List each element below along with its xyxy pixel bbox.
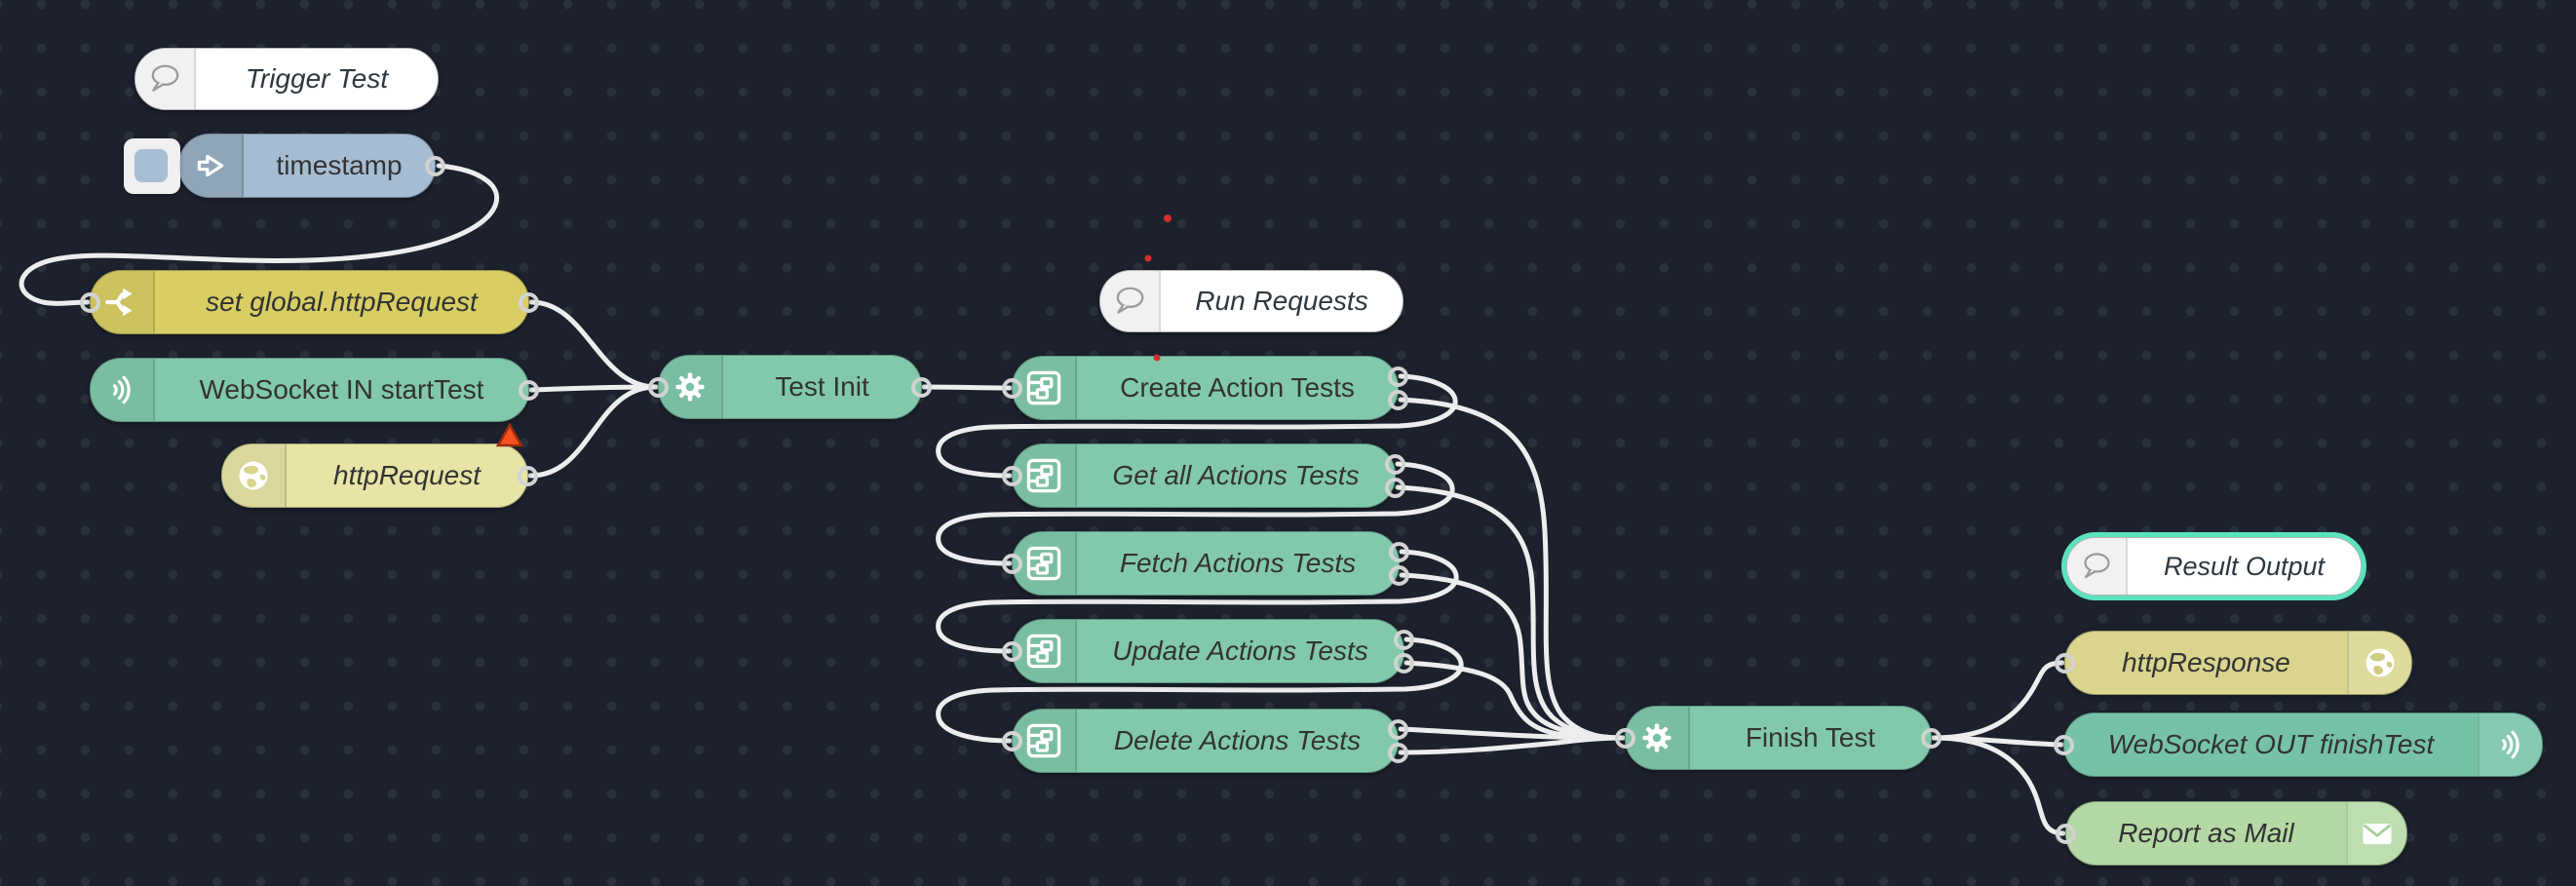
subflow-icon — [1013, 444, 1077, 507]
node-http-request[interactable]: httpRequest — [221, 443, 538, 508]
output-port[interactable] — [425, 156, 445, 176]
node-label: WebSocket IN startTest — [199, 374, 484, 404]
node-label: Delete Actions Tests — [1113, 725, 1362, 755]
input-port[interactable] — [2055, 653, 2075, 674]
node-label: Report as Mail — [2118, 818, 2294, 848]
wire-testinit-to-create[interactable] — [921, 384, 1013, 391]
speech-bubble-icon — [1100, 271, 1161, 331]
input-port[interactable] — [1002, 466, 1022, 486]
wire-fetch-to-update[interactable] — [936, 549, 1459, 654]
node-inject-timestamp[interactable]: timestamp — [124, 134, 445, 198]
node-email-report-as-mail[interactable]: Report as Mail — [2056, 801, 2407, 866]
fork-icon — [91, 271, 155, 333]
input-port[interactable] — [80, 292, 100, 313]
inject-button[interactable] — [124, 138, 180, 194]
output-port-2[interactable] — [1389, 565, 1409, 586]
output-port[interactable] — [519, 380, 539, 401]
node-subflow-fetch-actions-tests[interactable]: Fetch Actions Tests — [1002, 531, 1409, 596]
speech-bubble-icon — [2067, 538, 2128, 595]
node-label: Update Actions Tests — [1112, 636, 1368, 666]
wire-create-to-finish[interactable] — [1398, 397, 1626, 741]
subflow-icon — [1013, 710, 1077, 772]
output-port-1[interactable] — [1394, 630, 1414, 650]
node-function-test-init[interactable]: Test Init — [648, 355, 932, 419]
output-port[interactable] — [519, 292, 539, 313]
node-label: Fetch Actions Tests — [1119, 548, 1357, 578]
output-port-1[interactable] — [1389, 542, 1409, 562]
gear-icon — [659, 356, 723, 418]
globe-icon — [2347, 632, 2411, 694]
node-label: Run Requests — [1195, 286, 1368, 316]
gear-icon — [1626, 707, 1690, 769]
node-subflow-delete-actions-tests[interactable]: Delete Actions Tests — [1002, 709, 1408, 773]
input-port[interactable] — [1002, 554, 1022, 574]
speech-bubble-icon — [135, 49, 196, 109]
output-port-2[interactable] — [1394, 653, 1414, 674]
node-label: httpResponse — [2122, 647, 2290, 677]
input-port[interactable] — [2054, 735, 2074, 755]
node-subflow-create-action-tests[interactable]: Create Action Tests — [1002, 356, 1408, 420]
wire-getall-to-fetch[interactable] — [936, 461, 1455, 566]
node-label: Trigger Test — [245, 63, 389, 94]
node-label: Result Output — [2163, 551, 2326, 581]
envelope-icon — [2346, 802, 2406, 865]
output-port-1[interactable] — [1388, 719, 1408, 740]
wire-httprequest-to-testinit[interactable] — [527, 384, 659, 479]
node-label: httpRequest — [333, 460, 481, 490]
output-port-2[interactable] — [1385, 478, 1405, 498]
subflow-icon — [1013, 620, 1077, 682]
globe-icon — [222, 444, 287, 507]
output-port-2[interactable] — [1388, 390, 1408, 410]
output-port-2[interactable] — [1388, 743, 1408, 763]
node-websocket-out-finishtest[interactable]: WebSocket OUT finishTest — [2054, 713, 2543, 777]
wire-finish-to-httpresponse[interactable] — [1931, 660, 2065, 741]
node-subflow-update-actions-tests[interactable]: Update Actions Tests — [1002, 619, 1414, 683]
output-port-1[interactable] — [1385, 454, 1405, 475]
input-port[interactable] — [1615, 728, 1635, 749]
node-label: set global.httpRequest — [206, 287, 478, 317]
wire-setglobal-to-testinit[interactable] — [528, 299, 659, 390]
node-label: WebSocket OUT finishTest — [2107, 729, 2435, 759]
node-change-set-global[interactable]: set global.httpRequest — [80, 270, 539, 334]
wire-delete-out2-to-finish[interactable] — [1398, 735, 1626, 755]
input-port[interactable] — [648, 377, 669, 398]
sound-waves-icon — [2478, 713, 2542, 776]
input-port[interactable] — [2056, 824, 2076, 844]
node-label: Get all Actions Tests — [1112, 460, 1360, 490]
node-http-response[interactable]: httpResponse — [2055, 631, 2412, 695]
wire-finish-to-reportmail[interactable] — [1931, 735, 2066, 836]
node-comment-result-output[interactable]: Result Output — [2066, 537, 2362, 596]
wire-create-to-getall[interactable] — [936, 373, 1458, 479]
output-port[interactable] — [911, 377, 932, 398]
wire-timestamp-to-setglobal[interactable] — [19, 163, 500, 306]
output-port-1[interactable] — [1388, 366, 1408, 387]
node-websocket-in-starttest[interactable]: WebSocket IN startTest — [90, 358, 539, 422]
input-port[interactable] — [1002, 641, 1022, 662]
arrow-right-icon — [179, 135, 244, 197]
wire-fetch-to-finish[interactable] — [1399, 572, 1626, 741]
output-port[interactable] — [1921, 728, 1942, 749]
subflow-icon — [1013, 357, 1077, 419]
node-comment-run-requests[interactable]: Run Requests — [1099, 270, 1403, 332]
node-subflow-get-all-actions-tests[interactable]: Get all Actions Tests — [1002, 443, 1405, 508]
input-port[interactable] — [1002, 731, 1022, 751]
node-comment-trigger-test[interactable]: Trigger Test — [135, 48, 439, 110]
wire-update-to-delete[interactable] — [936, 636, 1464, 744]
node-label: Create Action Tests — [1120, 372, 1355, 403]
node-function-finish-test[interactable]: Finish Test — [1615, 706, 1942, 770]
output-port[interactable] — [518, 466, 538, 486]
node-label: Test Init — [775, 371, 869, 402]
sound-waves-icon — [91, 359, 155, 421]
subflow-icon — [1013, 532, 1077, 595]
wire-update-to-finish[interactable] — [1403, 660, 1626, 741]
node-label: timestamp — [276, 150, 403, 180]
input-port[interactable] — [1002, 378, 1022, 399]
node-label: Finish Test — [1745, 722, 1876, 752]
